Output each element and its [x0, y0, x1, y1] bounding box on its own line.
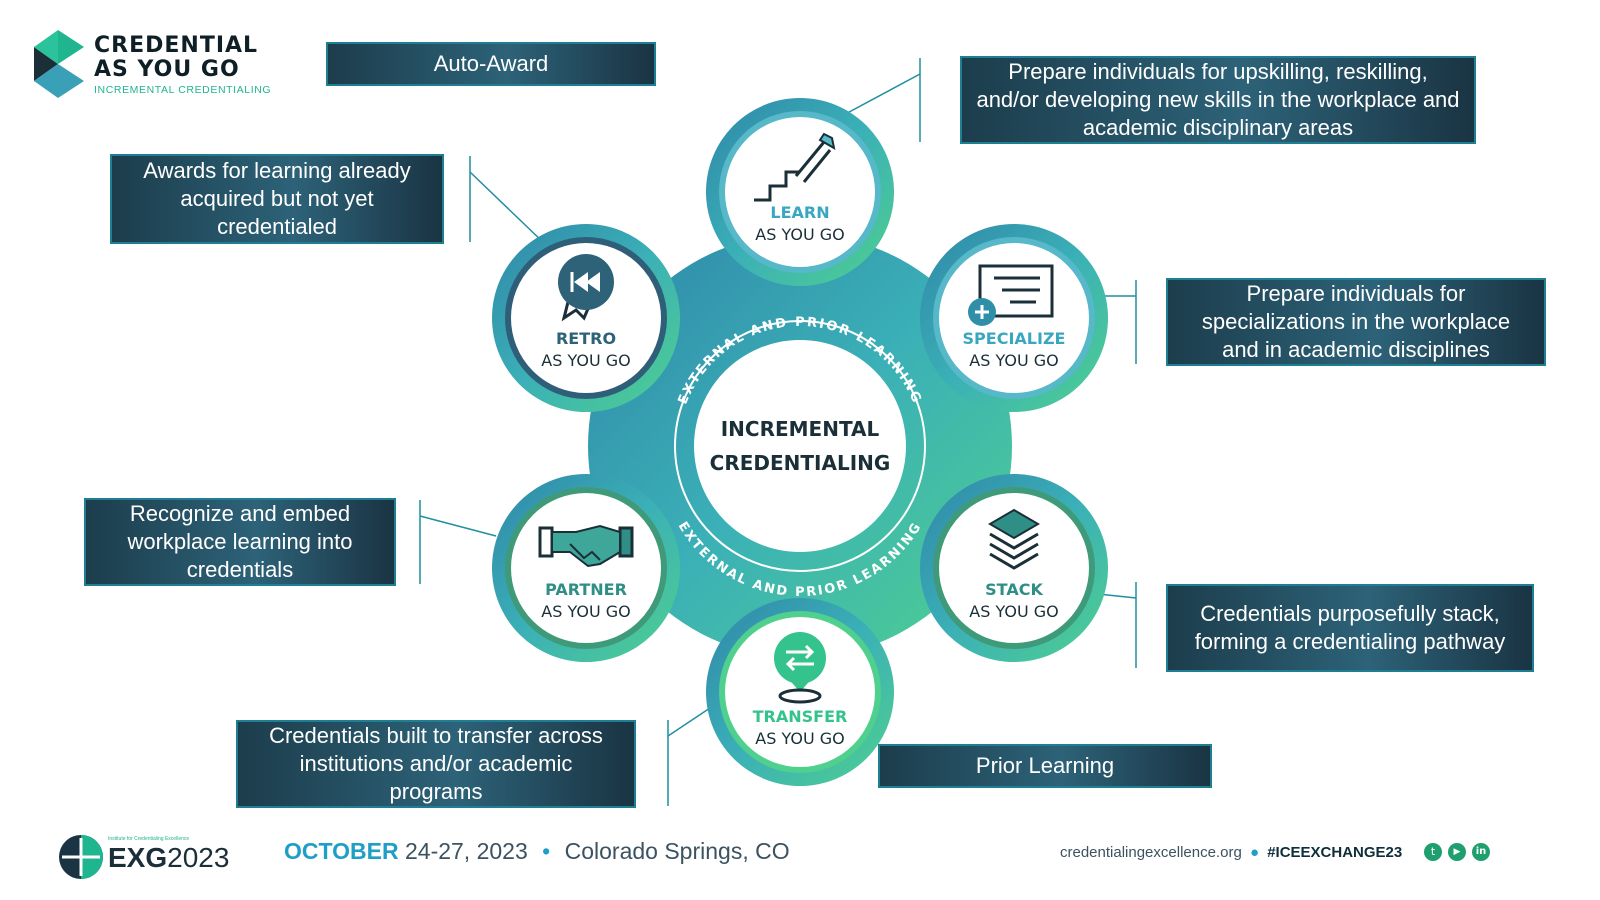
center-circle — [694, 340, 906, 552]
twitter-icon[interactable]: t — [1424, 843, 1442, 861]
inner-ring — [674, 320, 926, 572]
rewind-ribbon-icon — [558, 254, 614, 322]
logo-title-line2: AS YOU GO — [94, 57, 240, 82]
logo-mark-icon — [34, 30, 84, 98]
hashtag-link[interactable]: #ICEEXCHANGE23 — [1267, 844, 1403, 861]
node-retro-sub: AS YOU GO — [541, 351, 630, 370]
node-retro: RETRO AS YOU GO — [505, 237, 667, 399]
logo-title-line1: CREDENTIAL — [94, 33, 259, 58]
callout-prepare-specializations: Prepare individuals for specializations … — [1166, 278, 1546, 366]
dot-icon: ● — [1249, 844, 1260, 861]
node-transfer: TRANSFER AS YOU GO — [719, 611, 881, 773]
node-stack: STACK AS YOU GO — [933, 487, 1095, 649]
social-icons: t ▶ in — [1424, 843, 1490, 861]
callout-recognize-embed: Recognize and embed workplace learning i… — [84, 498, 396, 586]
node-stack-title: STACK — [985, 580, 1043, 599]
event-days: 24-27, 2023 — [404, 838, 528, 864]
node-stack-sub: AS YOU GO — [969, 602, 1058, 621]
linkedin-icon[interactable]: in — [1472, 843, 1490, 861]
event-bullet: • — [542, 838, 551, 864]
node-specialize-sub: AS YOU GO — [969, 351, 1058, 370]
node-specialize: SPECIALIZE AS YOU GO — [933, 237, 1095, 399]
node-partner: PARTNER AS YOU GO — [505, 487, 667, 649]
stacked-layers-icon — [988, 508, 1040, 570]
certificate-plus-icon — [968, 264, 1054, 326]
callout-prior-learning: Prior Learning — [878, 744, 1212, 788]
node-partner-sub: AS YOU GO — [541, 602, 630, 621]
logo: CREDENTIAL AS YOU GO INCREMENTAL CREDENT… — [34, 30, 274, 100]
node-retro-title: RETRO — [556, 329, 616, 348]
exg-year: 2023 — [167, 842, 230, 873]
handshake-icon — [538, 524, 634, 568]
callout-awards-learning: Awards for learning already acquired but… — [110, 154, 444, 244]
exg-bold: EXG — [108, 842, 168, 873]
node-partner-title: PARTNER — [545, 580, 627, 599]
exg-institute-label: Institute for Credentialing Excellence — [108, 836, 190, 842]
exg-logo-icon — [59, 835, 103, 879]
footer-links: credentialingexcellence.org ● #ICEEXCHAN… — [1060, 844, 1402, 861]
event-date: OCTOBER 24-27, 2023 • Colorado Springs, … — [284, 838, 790, 865]
node-specialize-title: SPECIALIZE — [963, 329, 1066, 348]
callout-auto-award: Auto-Award — [326, 42, 656, 86]
node-transfer-title: TRANSFER — [753, 707, 848, 726]
node-transfer-sub: AS YOU GO — [755, 729, 844, 748]
youtube-icon[interactable]: ▶ — [1448, 843, 1466, 861]
node-learn-title: LEARN — [770, 203, 829, 222]
transfer-pin-icon — [774, 632, 826, 704]
event-month: OCTOBER — [284, 838, 399, 864]
event-location: Colorado Springs, CO — [564, 838, 790, 864]
website-link[interactable]: credentialingexcellence.org — [1060, 844, 1242, 861]
stairs-pencil-icon — [754, 132, 836, 202]
callout-transfer-across: Credentials built to transfer across ins… — [236, 720, 636, 808]
node-learn-sub: AS YOU GO — [755, 225, 844, 244]
logo-subtitle: INCREMENTAL CREDENTIALING — [94, 84, 272, 96]
center-title-line1: INCREMENTAL — [721, 417, 880, 441]
exg-wordmark: EXG2023 — [108, 842, 229, 874]
center-title-line2: CREDENTIALING — [710, 451, 891, 475]
callout-prepare-upskilling: Prepare individuals for upskilling, resk… — [960, 56, 1476, 144]
callout-stack-pathway: Credentials purposefully stack, forming … — [1166, 584, 1534, 672]
node-learn: LEARN AS YOU GO — [719, 111, 881, 273]
